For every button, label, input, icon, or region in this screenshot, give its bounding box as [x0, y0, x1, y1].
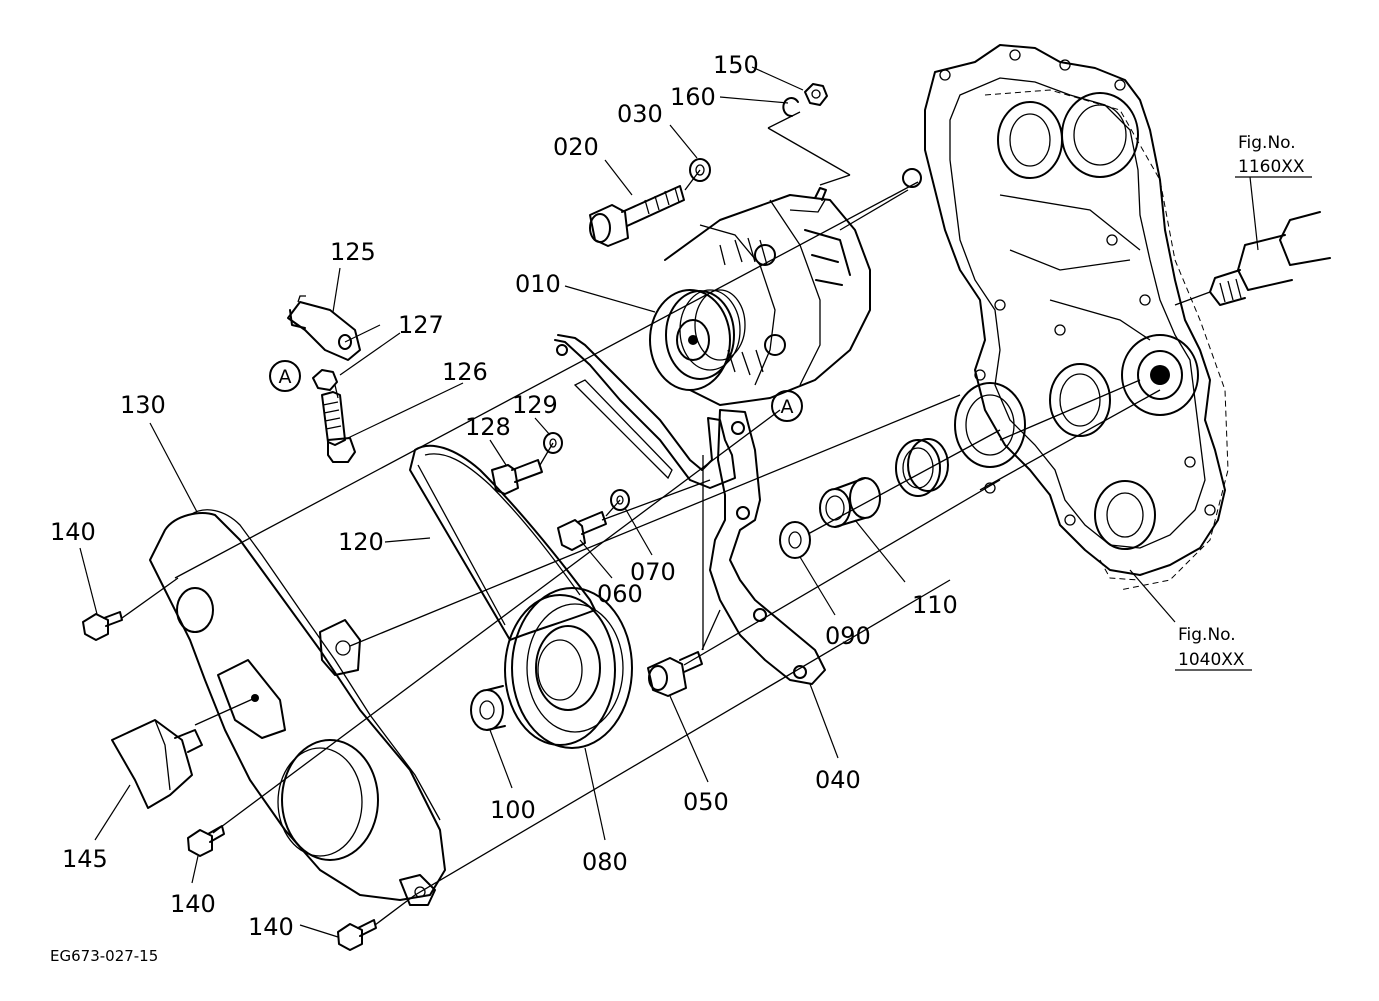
belt-cover-130 — [149, 509, 446, 906]
bolt-140c — [337, 919, 377, 951]
bushing-100 — [470, 685, 506, 731]
leader-lines — [79, 66, 1259, 938]
callout-128: 128 — [465, 413, 511, 441]
alternator — [649, 187, 871, 406]
washer-090 — [779, 521, 811, 559]
collar-110 — [819, 477, 881, 528]
nut-150 — [804, 83, 828, 106]
callout-140-middle: 140 — [170, 890, 216, 918]
fan-belt-120 — [409, 444, 596, 641]
callout-020: 020 — [553, 133, 599, 161]
callout-140-bottom: 140 — [248, 913, 294, 941]
callout-040: 040 — [815, 766, 861, 794]
bolt-060 — [557, 511, 607, 551]
pulley-080 — [504, 587, 633, 749]
adjusting-plate — [554, 334, 736, 489]
callout-126: 126 — [442, 358, 488, 386]
nut-127 — [312, 369, 338, 391]
crankshaft-end — [1174, 211, 1331, 306]
callout-010: 010 — [515, 270, 561, 298]
washer-070 — [610, 489, 630, 511]
bolt-140a — [82, 611, 123, 641]
callout-129: 129 — [512, 391, 558, 419]
washer-129 — [543, 432, 563, 454]
callout-110: 110 — [912, 591, 958, 619]
callout-060: 060 — [597, 580, 643, 608]
callout-140-top: 140 — [50, 518, 96, 546]
callout-130: 130 — [120, 391, 166, 419]
bracket-040 — [709, 409, 826, 685]
callout-050: 050 — [683, 788, 729, 816]
bolt-020 — [589, 185, 685, 247]
bolt-140b — [187, 825, 225, 857]
callout-090: 090 — [825, 622, 871, 650]
bolt-126 — [321, 391, 356, 463]
callout-125: 125 — [330, 238, 376, 266]
bolt-050 — [647, 651, 703, 697]
callout-150: 150 — [713, 51, 759, 79]
circle-marker-a-right — [771, 390, 803, 422]
drawing-code: EG673-027-15 — [50, 947, 158, 965]
spring-washer-160 — [782, 97, 799, 118]
circle-marker-a-left — [269, 360, 301, 392]
callout-127: 127 — [398, 311, 444, 339]
center-lines — [121, 111, 1161, 926]
callout-120: 120 — [338, 528, 384, 556]
callout-100: 100 — [490, 796, 536, 824]
fig-ref-1040-title: Fig.No. — [1178, 625, 1236, 645]
callout-145: 145 — [62, 845, 108, 873]
grommet-145 — [111, 719, 203, 809]
callout-030: 030 — [617, 100, 663, 128]
gear-case — [902, 44, 1229, 591]
callout-070: 070 — [630, 558, 676, 586]
washer-030 — [689, 158, 711, 182]
oil-seal — [895, 438, 949, 497]
callout-160: 160 — [670, 83, 716, 111]
fig-ref-1160-title: Fig.No. — [1238, 133, 1296, 153]
circle-marker-a-left-label: A — [279, 366, 292, 388]
fig-ref-1160-number: 1160XX — [1238, 157, 1305, 177]
callout-080: 080 — [582, 848, 628, 876]
fig-ref-1040-number: 1040XX — [1178, 650, 1245, 670]
bolt-128 — [491, 459, 543, 495]
bracket-125 — [287, 295, 361, 361]
circle-marker-a-right-label: A — [781, 396, 794, 418]
